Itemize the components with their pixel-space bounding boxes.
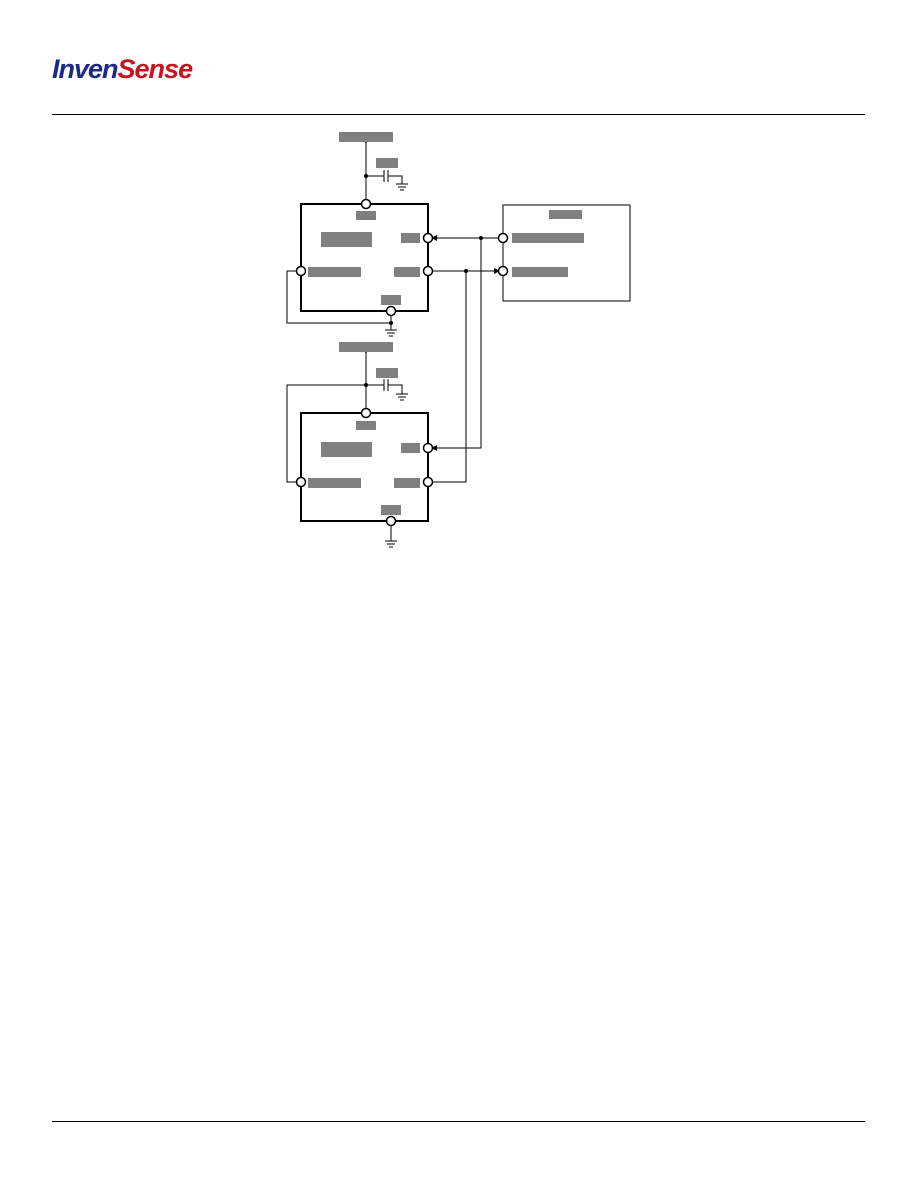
label-block-top-cap <box>376 158 398 168</box>
label-block-top-pin-2 <box>394 267 420 277</box>
label-block-host-name <box>549 210 582 219</box>
ground-symbol-bottom-device <box>385 540 397 548</box>
junction-dot <box>389 321 393 325</box>
label-block-bottom-pin-1 <box>401 443 420 453</box>
pin-bottom-left <box>295 476 307 488</box>
junction-dot <box>364 174 368 178</box>
device-top-body <box>300 203 429 312</box>
pin-top-gnd <box>385 305 397 317</box>
junction-dot <box>364 383 368 387</box>
junction-dot <box>464 269 468 273</box>
wire-top-cap-gnd <box>388 175 403 184</box>
pin-top-right-1 <box>422 232 434 244</box>
junction-dot <box>479 236 483 240</box>
pin-host-2 <box>497 265 509 277</box>
label-block-top-left-pin <box>308 267 361 277</box>
label-block-top-vdd <box>356 211 376 220</box>
invensense-logo: InvenSense <box>52 54 194 84</box>
ground-symbol-top-cap <box>396 183 408 191</box>
label-block-bottom-cap <box>376 368 398 378</box>
wire-top-left-loop <box>286 270 391 324</box>
label-block-top-pin-1 <box>401 233 420 243</box>
pin-top-vdd <box>360 198 372 210</box>
label-block-bottom-gnd <box>381 505 401 515</box>
pin-bottom-vdd <box>360 407 372 419</box>
pin-bottom-right-2 <box>422 476 434 488</box>
ground-symbol-bottom-cap <box>396 393 408 401</box>
footer-rule <box>52 1121 865 1122</box>
ground-symbol-top-device <box>385 329 397 337</box>
label-block-host-pin-1 <box>512 233 584 243</box>
wire-bus-b-down <box>432 271 467 483</box>
label-block-bottom-device-name <box>321 442 372 457</box>
label-block-top-device-name <box>321 232 372 247</box>
header-rule <box>52 114 865 115</box>
label-block-top-supply <box>339 132 393 142</box>
pin-bottom-right-1 <box>422 442 434 454</box>
wire-bus-a-down <box>431 238 482 451</box>
wire-bottom-left-loop <box>286 384 366 483</box>
pin-top-right-2 <box>422 265 434 277</box>
label-block-bottom-supply <box>339 342 393 352</box>
pin-bottom-gnd <box>385 515 397 527</box>
host-box <box>502 204 631 302</box>
pin-host-1 <box>497 232 509 244</box>
logo-text-sense: Sense <box>117 54 194 84</box>
label-block-bottom-left-pin <box>308 478 361 488</box>
wire-bottom-cap-gnd <box>388 384 403 394</box>
logo-text-inven: Inven <box>52 54 119 84</box>
pin-top-left <box>295 265 307 277</box>
label-block-host-pin-2 <box>512 267 568 277</box>
label-block-top-gnd <box>381 295 401 305</box>
label-block-bottom-vdd <box>356 421 376 430</box>
label-block-bottom-pin-2 <box>394 478 420 488</box>
